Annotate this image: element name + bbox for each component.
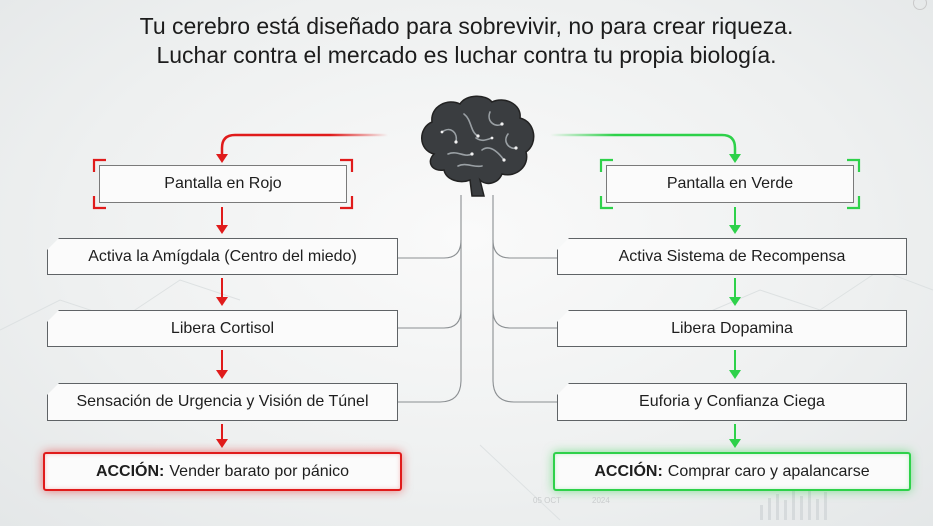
brain-wiring bbox=[398, 195, 557, 403]
right-step-2-label: Libera Dopamina bbox=[671, 319, 793, 337]
title-line-2: Luchar contra el mercado es luchar contr… bbox=[156, 42, 777, 68]
green-flow-arrows bbox=[729, 207, 741, 448]
left-step-2: Libera Cortisol bbox=[47, 310, 398, 347]
clock-icon bbox=[913, 0, 927, 10]
left-head-box: Pantalla en Rojo bbox=[99, 165, 347, 203]
right-step-3: Euforia y Confianza Ciega bbox=[557, 383, 907, 421]
red-head-brackets bbox=[92, 158, 354, 210]
left-step-1-label: Activa la Amígdala (Centro del miedo) bbox=[88, 247, 357, 265]
left-head-label: Pantalla en Rojo bbox=[164, 175, 282, 192]
right-action-text: Comprar caro y apalancarse bbox=[667, 462, 870, 480]
right-head-box: Pantalla en Verde bbox=[606, 165, 854, 203]
right-head-label: Pantalla en Verde bbox=[666, 175, 794, 192]
background-bars bbox=[760, 488, 827, 520]
watermark-year: 2024 bbox=[592, 496, 610, 505]
left-step-3-label: Sensación de Urgencia y Visión de Túnel bbox=[76, 393, 369, 410]
title-line-1: Tu cerebro está diseñado para sobrevivir… bbox=[139, 13, 794, 39]
right-step-3-label: Euforia y Confianza Ciega bbox=[639, 393, 825, 410]
red-top-connector bbox=[220, 133, 388, 156]
left-action-box: ACCIÓN: Vender barato por pánico bbox=[43, 452, 402, 491]
watermark-date: 05 OCT bbox=[533, 496, 562, 505]
right-action-label: ACCIÓN: bbox=[594, 462, 663, 480]
green-arrow-head bbox=[729, 154, 741, 163]
green-head-brackets bbox=[599, 158, 861, 210]
page-title: Tu cerebro está diseñado para sobrevivir… bbox=[0, 12, 933, 70]
right-step-1-label: Activa Sistema de Recompensa bbox=[618, 247, 846, 265]
left-step-2-label: Libera Cortisol bbox=[170, 319, 275, 337]
red-arrow-head bbox=[216, 154, 228, 163]
right-step-2: Libera Dopamina bbox=[557, 310, 907, 347]
left-action-text: Vender barato por pánico bbox=[169, 462, 350, 480]
green-top-connector bbox=[550, 133, 737, 156]
right-action-box: ACCIÓN: Comprar caro y apalancarse bbox=[553, 452, 911, 491]
right-step-1: Activa Sistema de Recompensa bbox=[557, 238, 907, 275]
left-step-3: Sensación de Urgencia y Visión de Túnel bbox=[47, 383, 398, 421]
red-flow-arrows bbox=[216, 207, 228, 448]
brain-icon bbox=[421, 95, 535, 197]
left-step-1: Activa la Amígdala (Centro del miedo) bbox=[47, 238, 398, 275]
left-action-label: ACCIÓN: bbox=[95, 462, 165, 480]
